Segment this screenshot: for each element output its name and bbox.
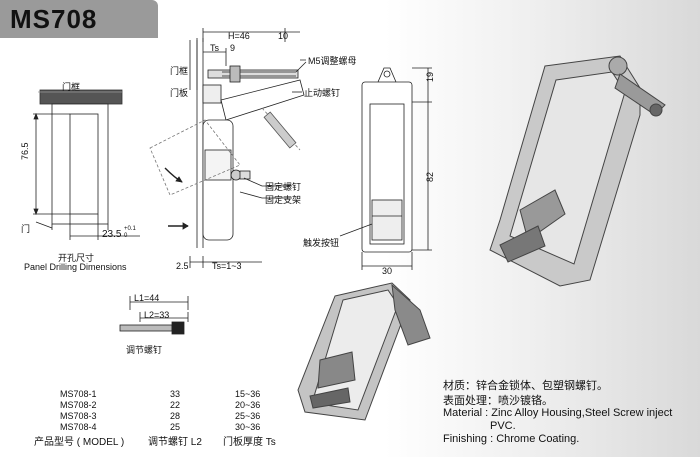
screw-l2: L2=33 — [144, 310, 170, 320]
model-id: MS708-4 — [60, 422, 97, 432]
side-dim-2-5: 2.5 — [176, 261, 189, 271]
spec-finish-cn: 表面处理：喷沙镀铬。 — [443, 395, 553, 407]
spec-material-en-1: Material : Zinc Alloy Housing,Steel Scre… — [443, 407, 673, 419]
side-fix-screw-label: 固定螺钉 — [265, 182, 302, 192]
front-dim-82: 82 — [425, 171, 435, 182]
side-panel-label: 门板 — [170, 88, 189, 98]
adjust-screw-drawing — [119, 296, 189, 335]
drill-door-label: 门 — [21, 224, 31, 234]
drill-height-dim: 76.5 — [20, 142, 30, 160]
screw-caption: 调节螺钉 — [126, 345, 163, 355]
spec-finish-en: Finishing : Chrome Coating. — [443, 433, 580, 445]
model-title-tab: MS708 — [0, 0, 158, 38]
front-dim-30: 30 — [382, 266, 393, 276]
side-dim-9: 9 — [230, 43, 236, 53]
drill-width-tolerance: +0.1 0 — [124, 226, 136, 240]
front-dim-19: 19 — [425, 71, 435, 82]
side-ts-range: Ts=1~3 — [212, 261, 242, 271]
spec-material-en-2: PVC. — [490, 420, 516, 432]
drill-width-tol-lower: 0 — [124, 233, 128, 239]
drill-width-tol-upper: +0.1 — [124, 226, 136, 232]
header-l2: 调节螺钉 L2 — [148, 437, 202, 448]
drill-width-dim: 23.5 — [102, 229, 122, 240]
model-id: MS708-2 — [60, 400, 97, 410]
product-render-top — [489, 55, 666, 287]
drill-caption-en: Panel Drilling Dimensions — [24, 262, 127, 272]
panel-drilling-drawing — [33, 89, 140, 240]
side-dim-10: 10 — [278, 31, 289, 41]
front-trigger-label: 触发按钮 — [303, 238, 340, 248]
side-frame-label: 门框 — [170, 66, 189, 76]
front-view-drawing — [339, 67, 432, 270]
spec-material-cn: 材质：锌合金锁体、包塑钢螺钉。 — [443, 380, 608, 392]
model-id: MS708-3 — [60, 411, 97, 421]
header-ts: 门板厚度 Ts — [223, 437, 276, 448]
drill-frame-label: 门框 — [62, 82, 81, 92]
model-ts: 15~36 — [235, 389, 261, 399]
side-ts-label: Ts — [210, 43, 219, 53]
side-nut-label: M5调整螺母 — [308, 56, 357, 66]
screw-l1: L1=44 — [134, 293, 160, 303]
model-ts: 20~36 — [235, 400, 261, 410]
model-l2: 22 — [170, 400, 181, 410]
model-ts: 25~36 — [235, 411, 261, 421]
header-model: 产品型号 ( MODEL ) — [34, 437, 125, 448]
side-stop-screw-label: 止动螺钉 — [304, 88, 341, 98]
model-id: MS708-1 — [60, 389, 97, 399]
model-ts: 30~36 — [235, 422, 261, 432]
model-l2: 28 — [170, 411, 181, 421]
product-render-bottom — [297, 282, 431, 421]
side-bracket-label: 固定支架 — [265, 195, 302, 205]
model-l2: 33 — [170, 389, 181, 399]
side-view-drawing — [149, 28, 307, 268]
model-l2: 25 — [170, 422, 181, 432]
drill-caption-cn: 开孔尺寸 — [58, 253, 95, 263]
side-h-dim: H=46 — [228, 31, 250, 41]
model-title: MS708 — [10, 4, 98, 34]
